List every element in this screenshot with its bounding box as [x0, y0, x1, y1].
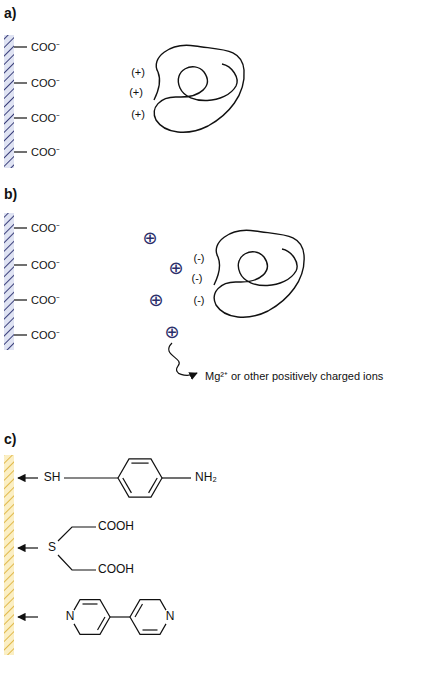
binding-arrows [18, 478, 38, 617]
thiodiacetic-acid [58, 527, 96, 570]
atom-label: N [66, 610, 75, 623]
carboxylate: COO⁻ [31, 41, 60, 53]
surface-bonds [14, 228, 27, 335]
cation-symbol: ⊕ [168, 258, 183, 278]
surface-wall [4, 213, 14, 350]
carboxylate: COO⁻ [31, 259, 60, 271]
carboxylate: COO⁻ [31, 112, 60, 124]
carboxylate: COO⁻ [31, 146, 60, 158]
atom-label: SH [44, 471, 61, 484]
carboxylate: COO⁻ [31, 329, 60, 341]
negative-charge: (-) [192, 272, 203, 284]
surface-bonds [14, 47, 27, 152]
atom-label: COOH [98, 520, 134, 533]
panel-letter: c) [4, 432, 16, 447]
surface-wall [4, 35, 14, 168]
carboxylate: COO⁻ [31, 77, 60, 89]
cation-symbol: ⊕ [164, 322, 179, 342]
positive-charge: (+) [131, 66, 145, 78]
panel-letter: a) [4, 6, 16, 21]
protein-chain [214, 230, 304, 317]
panel-letter: b) [4, 187, 17, 202]
positive-charge: (+) [131, 108, 145, 120]
cation-symbol: ⊕ [142, 228, 157, 248]
positive-charge: (+) [129, 86, 143, 98]
protein-chain [154, 45, 244, 132]
bipyridine [74, 600, 166, 635]
gold-surface [4, 455, 14, 655]
atom-label: COOH [98, 563, 134, 576]
negative-charge: (-) [194, 294, 205, 306]
negative-charge: (-) [194, 252, 205, 264]
squiggle-arrow [169, 343, 197, 375]
carboxylate: COO⁻ [31, 294, 60, 306]
carboxylate: COO⁻ [31, 222, 60, 234]
atom-label: N [166, 610, 175, 623]
atom-label: S [48, 541, 56, 554]
cation-symbol: ⊕ [148, 290, 163, 310]
ion-note: Mg²⁺ or other positively charged ions [205, 370, 383, 382]
atom-label: NH₂ [195, 471, 217, 484]
aminothiophenol [64, 459, 191, 497]
